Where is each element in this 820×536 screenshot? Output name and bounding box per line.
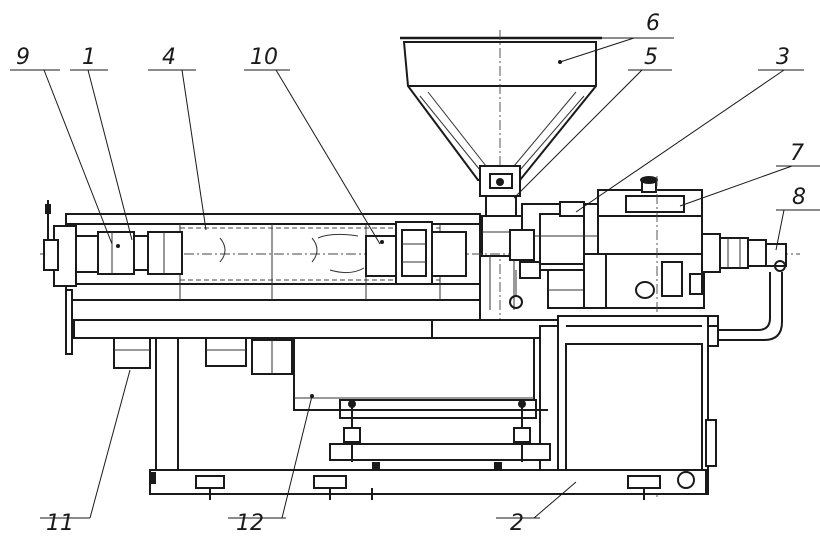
- callout-4: 4: [162, 45, 176, 70]
- callout-9: 9: [16, 45, 30, 70]
- hopper: [400, 30, 602, 340]
- callout-6: 6: [646, 11, 660, 36]
- callout-10: 10: [250, 45, 278, 70]
- drive-shaft: [701, 233, 787, 347]
- leader-lines: [10, 37, 820, 519]
- gearbox: [509, 201, 600, 309]
- callout-8: 8: [792, 185, 806, 210]
- frame: [73, 315, 717, 495]
- callout-labels: 9 1 4 10 6 5 3 7 8 11 12 2: [16, 11, 806, 536]
- coupling: [365, 221, 467, 285]
- callout-1: 1: [82, 45, 96, 70]
- callout-5: 5: [644, 45, 658, 70]
- cooling-assembly: [293, 337, 551, 470]
- motor-housing: [583, 176, 705, 500]
- frame-feet: [195, 475, 661, 500]
- callout-3: 3: [776, 45, 790, 70]
- extrusion-head: [43, 200, 183, 355]
- callout-12: 12: [236, 511, 264, 536]
- callout-7: 7: [790, 141, 804, 166]
- callout-11: 11: [46, 511, 74, 536]
- callout-2: 2: [510, 511, 524, 536]
